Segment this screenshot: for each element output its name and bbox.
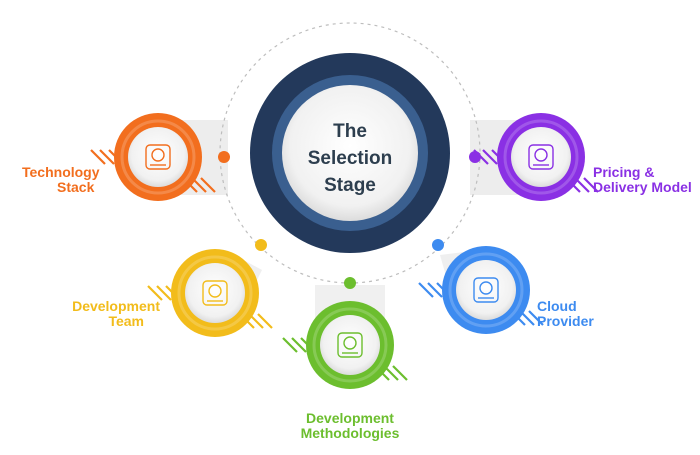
- methodology-icon: [337, 332, 363, 358]
- stripe-decoration: [528, 310, 544, 326]
- stripe-decoration: [473, 149, 489, 165]
- team-dot: [255, 239, 267, 251]
- development-methodologies-node: [282, 301, 408, 389]
- stripe-decoration: [257, 313, 273, 329]
- label-line: Provider: [537, 313, 594, 329]
- money-hand-icon: [528, 144, 554, 170]
- node-disc: [511, 127, 571, 187]
- stripe-decoration: [291, 337, 307, 353]
- center-title-line: Stage: [324, 175, 376, 196]
- center-title: The Selection Stage: [290, 118, 410, 199]
- cloud-network-icon: [473, 277, 499, 303]
- stripe-decoration: [583, 177, 599, 193]
- team-icon: [202, 280, 228, 306]
- technology-stack-node: [90, 113, 216, 201]
- stripe-decoration: [156, 285, 172, 301]
- node-disc: [185, 263, 245, 323]
- tech-dot: [218, 151, 230, 163]
- lightbulb-gears-icon: [145, 144, 171, 170]
- pricing-delivery-label: Pricing &Delivery Model: [593, 165, 692, 195]
- development-team-node: [147, 249, 273, 337]
- method-dot: [344, 277, 356, 289]
- stripe-decoration: [147, 285, 163, 301]
- label-line: Development: [306, 410, 394, 426]
- stripe-decoration: [482, 149, 498, 165]
- label-line: Stack: [57, 179, 95, 195]
- stripe-decoration: [99, 149, 115, 165]
- stripe-decoration: [392, 365, 408, 381]
- label-line: Delivery Model: [593, 179, 692, 195]
- pricing-dot: [469, 151, 481, 163]
- label-line: Team: [108, 313, 144, 329]
- stripe-decoration: [200, 177, 216, 193]
- node-disc: [456, 260, 516, 320]
- pricing-delivery-node: [473, 113, 599, 201]
- stripe-decoration: [282, 337, 298, 353]
- label-line: Pricing &: [593, 164, 655, 180]
- label-line: Methodologies: [300, 425, 400, 441]
- label-line: Development: [72, 298, 160, 314]
- center-disc: [282, 85, 418, 221]
- stripe-decoration: [418, 282, 434, 298]
- node-disc: [128, 127, 188, 187]
- node-disc: [320, 315, 380, 375]
- center-title-line: Selection: [307, 148, 393, 169]
- stripe-decoration: [90, 149, 106, 165]
- label-line: Cloud: [537, 298, 577, 314]
- cloud-provider-node: [418, 246, 544, 334]
- center-title-line: The: [333, 121, 367, 142]
- label-line: Technology: [22, 164, 100, 180]
- stripe-decoration: [427, 282, 443, 298]
- cloud-dot: [432, 239, 444, 251]
